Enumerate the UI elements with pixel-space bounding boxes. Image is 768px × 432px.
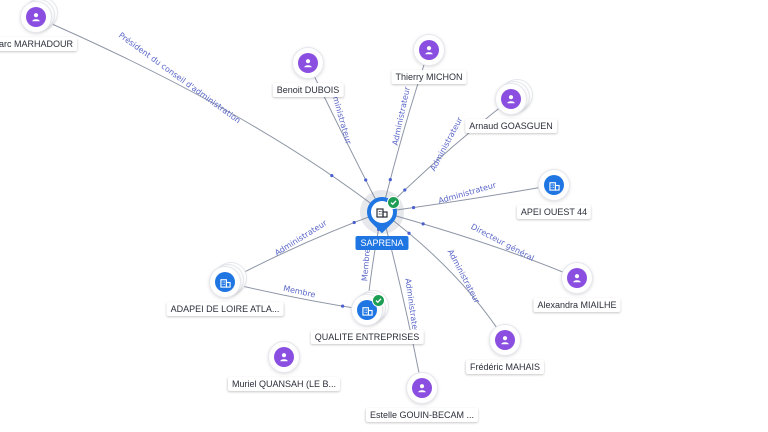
edge-label: Membre <box>360 248 372 281</box>
edge-line <box>381 211 578 279</box>
edge-label: Membre <box>282 284 316 300</box>
edge-arrowhead <box>341 304 345 308</box>
edge-arrowhead <box>364 178 368 182</box>
edge-label: Administrateur <box>428 115 464 173</box>
node-label: Thierry MICHON <box>391 70 467 84</box>
node-label: Benoit DUBOIS <box>272 83 344 97</box>
node-label: QUALITE ENTREPRISES <box>310 330 424 344</box>
person-icon <box>501 89 521 109</box>
central-company-label: SAPRENA <box>355 236 409 250</box>
node-label: arc MARHADOUR <box>0 37 78 51</box>
node-label: Arnaud GOASGUEN <box>465 119 557 133</box>
edge-arrowhead <box>421 222 425 226</box>
person-icon <box>567 268 587 288</box>
edge-line <box>381 211 423 389</box>
edge-arrowhead <box>388 177 392 182</box>
node-label: ADAPEI DE LOIRE ATLA... <box>166 302 284 316</box>
person-icon <box>274 347 294 367</box>
node-label: Muriel QUANSAH (LE B... <box>227 377 341 391</box>
person-icon <box>26 7 46 27</box>
edge-line <box>35 16 383 213</box>
building-icon <box>215 272 235 292</box>
person-icon <box>419 40 439 60</box>
person-icon <box>495 330 515 350</box>
person-icon <box>298 53 318 73</box>
edge-label: Administrateur <box>391 85 412 146</box>
building-icon <box>357 300 377 320</box>
edge-arrowhead <box>352 220 356 225</box>
edge-arrowhead <box>330 173 334 178</box>
edge-arrowhead <box>403 188 407 192</box>
edge-label: Administrateur <box>437 180 497 205</box>
edge-line <box>381 184 555 213</box>
edge-label: Président du conseil d'administration <box>117 30 243 125</box>
person-icon <box>412 378 432 398</box>
edge-label: Directeur général <box>469 221 536 263</box>
edge-arrowhead <box>407 231 411 235</box>
edge-arrowhead <box>411 205 416 210</box>
building-icon <box>544 175 564 195</box>
node-label: Estelle GOUIN-BECAM ... <box>365 408 479 422</box>
node-label: Alexandra MIAILHE <box>533 298 621 312</box>
verified-check-icon <box>387 196 400 209</box>
edge-line <box>381 211 506 341</box>
edge-line <box>307 62 383 213</box>
node-label: APEI OUEST 44 <box>516 205 592 219</box>
edge-line <box>381 49 430 213</box>
node-label: Frédéric MAHAIS <box>465 360 545 374</box>
edge-label: Administrateur <box>273 218 329 258</box>
verified-check-icon <box>372 294 385 307</box>
edge-label: Administrateur <box>446 248 482 306</box>
